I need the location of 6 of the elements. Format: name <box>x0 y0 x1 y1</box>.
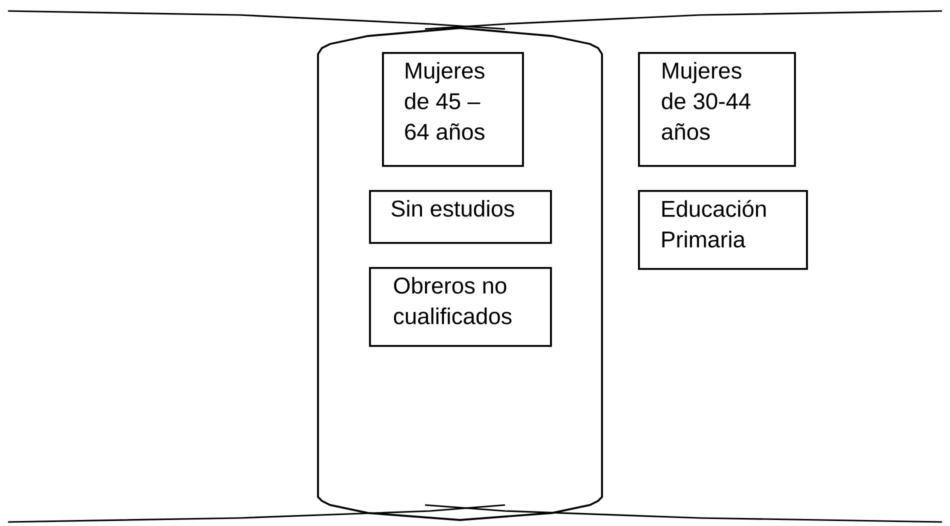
cylinder-container <box>317 27 603 521</box>
text-box: Sin estudios <box>369 190 552 244</box>
text-box: Mujeres de 30-44 años <box>638 52 796 167</box>
text-box: Mujeres de 45 – 64 años <box>382 52 524 167</box>
text-box: Educación Primaria <box>638 190 808 270</box>
text-box: Obreros no cualificados <box>369 266 552 347</box>
